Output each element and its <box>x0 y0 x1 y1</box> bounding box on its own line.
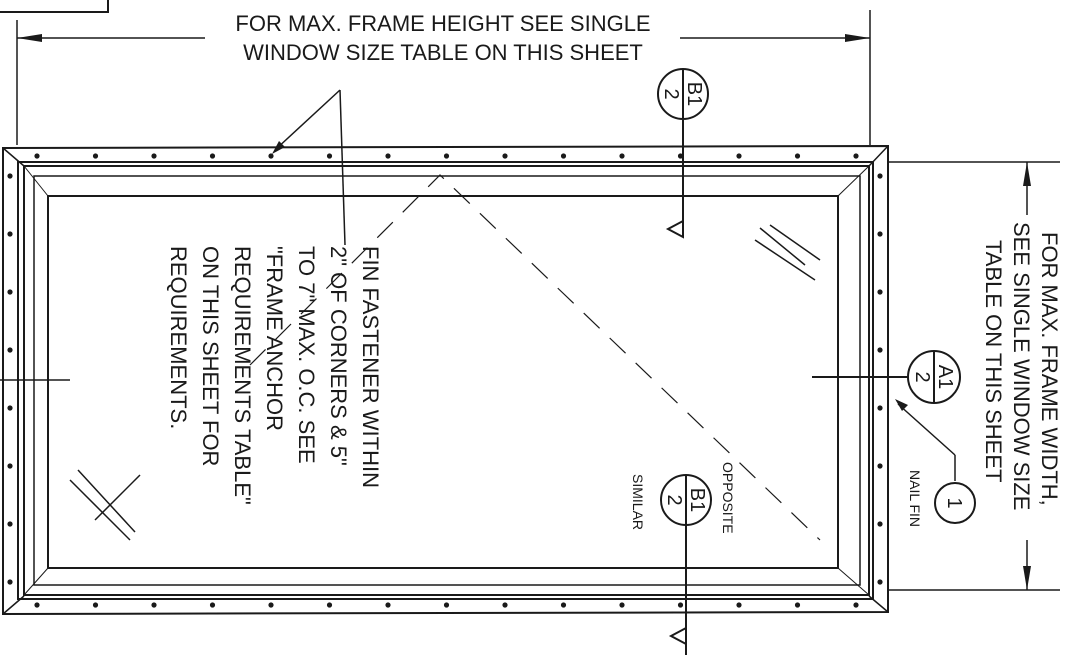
fastener-dot <box>877 579 883 585</box>
side-callout-detail: A1 <box>934 365 956 389</box>
side-callout-sheet: 2 <box>911 371 933 382</box>
fastener-dot <box>7 231 13 237</box>
fastener-dot <box>268 602 274 608</box>
right-note-line-3: TABLE ON THIS SHEET <box>981 240 1006 482</box>
fastener-dot <box>502 602 508 608</box>
nail-fin-callout: 1 NAIL FIN <box>895 399 976 527</box>
fastener-dot <box>877 463 883 469</box>
similar-label: SIMILAR <box>630 474 646 530</box>
fastener-dot <box>853 153 859 159</box>
fastener-dot <box>736 153 742 159</box>
top-note-line-2: WINDOW SIZE TABLE ON THIS SHEET <box>243 40 643 65</box>
fastener-dot <box>7 173 13 179</box>
fastener-dot <box>794 602 801 608</box>
top-note-line-1: FOR MAX. FRAME HEIGHT SEE SINGLE <box>235 11 650 36</box>
fastener-dot <box>326 153 333 159</box>
fastener-dot <box>677 153 684 159</box>
nail-fin-outline <box>2 144 889 616</box>
fastener-dot <box>92 602 99 608</box>
fastener-dot <box>385 153 391 159</box>
nail-fin-number: 1 <box>943 497 965 508</box>
fastener-dot <box>34 153 40 159</box>
fastener-dot <box>326 602 333 608</box>
fastener-note: FIN FASTENER WITHIN 2" OF CORNERS & 5" T… <box>166 246 383 505</box>
fastener-dot <box>151 602 157 608</box>
fastener-note-line-5: REQUIREMENTS TABLE" <box>230 246 255 505</box>
fastener-dot <box>151 153 157 159</box>
section-callout-side: A1 2 <box>812 350 961 404</box>
fastener-dot <box>7 463 13 469</box>
fastener-dot <box>877 405 883 411</box>
fastener-note-line-4: "FRAME ANCHOR <box>262 246 287 431</box>
frame-height-dimension: FOR MAX. FRAME HEIGHT SEE SINGLE WINDOW … <box>16 10 871 145</box>
fastener-dot <box>7 521 13 527</box>
fastener-dot <box>877 289 883 295</box>
frame-outline <box>17 161 874 600</box>
fastener-dot <box>7 405 13 411</box>
fastener-dot <box>560 153 567 159</box>
fastener-dot <box>385 602 391 608</box>
fastener-leader <box>272 89 346 246</box>
bottom-callout-detail: B1 <box>686 488 708 512</box>
section-callout-top: B1 2 <box>657 68 709 239</box>
glass-hatch-marks <box>69 224 821 541</box>
fastener-note-line-3: TO 7" MAX. O.C. SEE <box>294 246 319 464</box>
fastener-dot <box>502 153 508 159</box>
fastener-note-line-1: FIN FASTENER WITHIN <box>358 246 383 488</box>
fastener-dot <box>853 602 859 608</box>
fastener-dot <box>92 153 99 159</box>
top-callout-detail: B1 <box>683 82 705 106</box>
fastener-dot <box>443 153 450 159</box>
fastener-dot <box>736 602 742 608</box>
fastener-dot <box>7 579 13 585</box>
fastener-dot <box>209 602 216 608</box>
section-callout-bottom: B1 2 OPPOSITE SIMILAR <box>630 462 736 655</box>
frame-width-dimension: FOR MAX. FRAME WIDTH, SEE SINGLE WINDOW … <box>888 161 1062 591</box>
operation-lines <box>249 174 821 541</box>
fastener-dot <box>877 347 883 353</box>
fastener-dot <box>7 289 13 295</box>
top-callout-sheet: 2 <box>660 88 682 99</box>
right-note-line-1: FOR MAX. FRAME WIDTH, <box>1037 232 1062 506</box>
glass-outline <box>47 195 839 569</box>
window-frame <box>2 144 889 616</box>
fastener-note-line-6: ON THIS SHEET FOR <box>198 246 223 466</box>
opposite-label: OPPOSITE <box>720 462 736 534</box>
fastener-dot <box>209 153 216 159</box>
nail-fin-fasteners <box>7 153 883 608</box>
fastener-dot <box>34 602 40 608</box>
fastener-dot <box>794 153 801 159</box>
fastener-dot <box>443 602 450 608</box>
fastener-dot <box>268 153 274 159</box>
fastener-dot <box>877 521 883 527</box>
corner-border-fragment <box>0 0 109 13</box>
fastener-dot <box>560 602 567 608</box>
fastener-dot <box>877 173 883 179</box>
right-note-line-2: SEE SINGLE WINDOW SIZE <box>1009 222 1034 510</box>
fastener-dot <box>677 602 684 608</box>
fastener-dot <box>877 231 883 237</box>
nail-fin-label: NAIL FIN <box>907 470 923 527</box>
fastener-dot <box>619 153 625 159</box>
fastener-note-line-7: REQUIREMENTS. <box>166 246 191 429</box>
fastener-dot <box>619 602 625 608</box>
fastener-dot <box>7 347 13 353</box>
bottom-callout-sheet: 2 <box>663 494 685 505</box>
fastener-note-line-2: 2" OF CORNERS & 5" <box>326 246 351 466</box>
